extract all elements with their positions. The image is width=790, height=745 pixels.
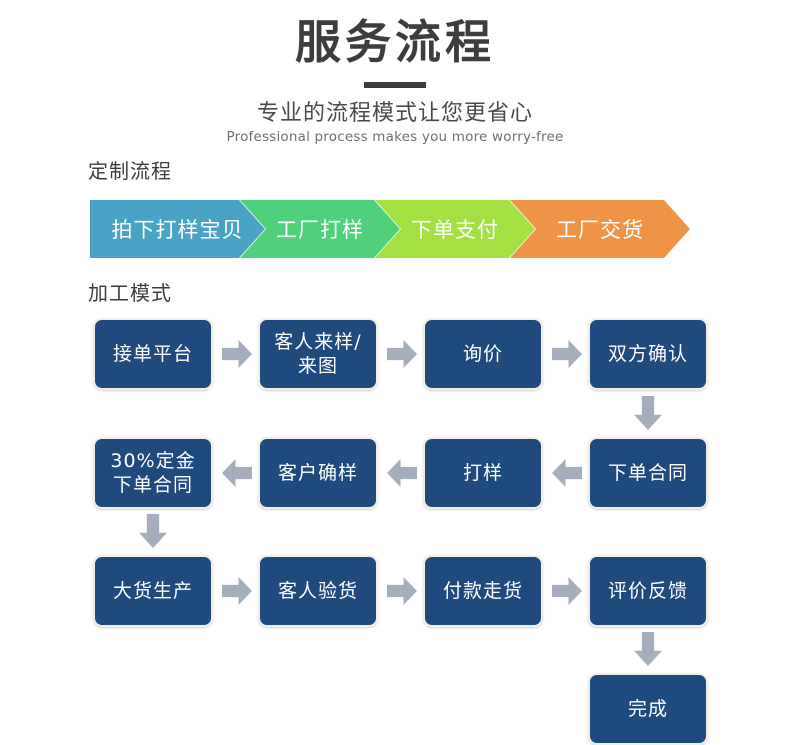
flow-node-payment-shipping[interactable]: 付款走货 — [423, 555, 543, 627]
flow-node-inquiry-label: 询价 — [462, 342, 503, 365]
page-title: 服务流程 — [295, 15, 495, 69]
flow-node-review-feedback[interactable]: 评价反馈 — [588, 555, 708, 627]
flow-node-customer-approve-label: 客户确样 — [277, 461, 358, 484]
flow-node-complete[interactable]: 完成 — [588, 673, 708, 745]
flow-node-deposit-contract[interactable]: 30%定金 下单合同 — [93, 437, 213, 509]
section-label-custom-flow: 定制流程 — [88, 159, 172, 183]
flow-node-bulk-production[interactable]: 大货生产 — [93, 555, 213, 627]
flow-node-customer-sample-label-line2: 来图 — [297, 355, 338, 377]
chevron-step-1-label: 拍下打样宝贝 — [111, 218, 244, 242]
flow-node-order-platform-label: 接单平台 — [112, 342, 193, 365]
flow-node-order-platform[interactable]: 接单平台 — [93, 318, 213, 390]
flow-node-customer-sample-label-line1: 客人来样/ — [274, 330, 362, 353]
flow-node-customer-inspection[interactable]: 客人验货 — [258, 555, 378, 627]
flow-arrow-right-2 — [387, 340, 417, 368]
chevron-step-3[interactable]: 下单支付 — [375, 200, 535, 258]
flow-node-customer-sample[interactable]: 客人来样/ 来图 — [258, 318, 378, 390]
flow-node-inquiry[interactable]: 询价 — [423, 318, 543, 390]
chevron-step-1[interactable]: 拍下打样宝贝 — [90, 200, 265, 258]
flow-node-deposit-contract-label-line2: 下单合同 — [112, 474, 193, 496]
flow-arrow-down-2 — [139, 514, 167, 548]
subtitle-chinese: 专业的流程模式让您更省心 — [256, 100, 533, 126]
flow-arrow-right-1 — [222, 340, 252, 368]
custom-flow-chevron-band: 拍下打样宝贝 工厂打样 下单支付 工厂交货 — [90, 200, 690, 258]
flow-node-bulk-production-label: 大货生产 — [112, 579, 193, 602]
flow-node-deposit-contract-label-line1: 30%定金 — [110, 449, 196, 472]
flow-node-complete-label: 完成 — [627, 697, 668, 720]
chevron-step-2-label: 工厂打样 — [276, 218, 364, 242]
flow-arrow-right-5 — [387, 577, 417, 605]
subtitle-english: Professional process makes you more worr… — [226, 129, 564, 145]
chevron-step-4[interactable]: 工厂交货 — [510, 200, 690, 258]
flow-arrow-down-1 — [634, 396, 662, 430]
flow-node-customer-inspection-label: 客人验货 — [277, 579, 358, 602]
flow-arrow-left-1 — [552, 459, 582, 487]
flow-arrow-left-3 — [222, 459, 252, 487]
flow-arrow-right-4 — [222, 577, 252, 605]
chevron-step-4-label: 工厂交货 — [556, 218, 644, 242]
flow-node-sampling-label: 打样 — [462, 461, 503, 484]
flow-node-mutual-confirm-label: 双方确认 — [607, 342, 688, 365]
flow-node-review-feedback-label: 评价反馈 — [607, 579, 688, 602]
flow-node-order-contract[interactable]: 下单合同 — [588, 437, 708, 509]
flow-node-sampling[interactable]: 打样 — [423, 437, 543, 509]
flow-node-order-contract-label: 下单合同 — [607, 461, 688, 484]
flow-arrow-left-2 — [387, 459, 417, 487]
flow-arrow-right-3 — [552, 340, 582, 368]
chevron-step-3-label: 下单支付 — [411, 218, 499, 242]
section-label-process-mode: 加工模式 — [88, 281, 172, 305]
flow-arrow-down-3 — [634, 632, 662, 666]
flow-node-payment-shipping-label: 付款走货 — [442, 579, 523, 602]
title-divider — [364, 81, 426, 88]
page-header: 服务流程 专业的流程模式让您更省心 Professional process m… — [0, 0, 790, 147]
flow-node-customer-approve[interactable]: 客户确样 — [258, 437, 378, 509]
flow-arrow-right-6 — [552, 577, 582, 605]
chevron-step-2[interactable]: 工厂打样 — [240, 200, 400, 258]
flow-node-mutual-confirm[interactable]: 双方确认 — [588, 318, 708, 390]
